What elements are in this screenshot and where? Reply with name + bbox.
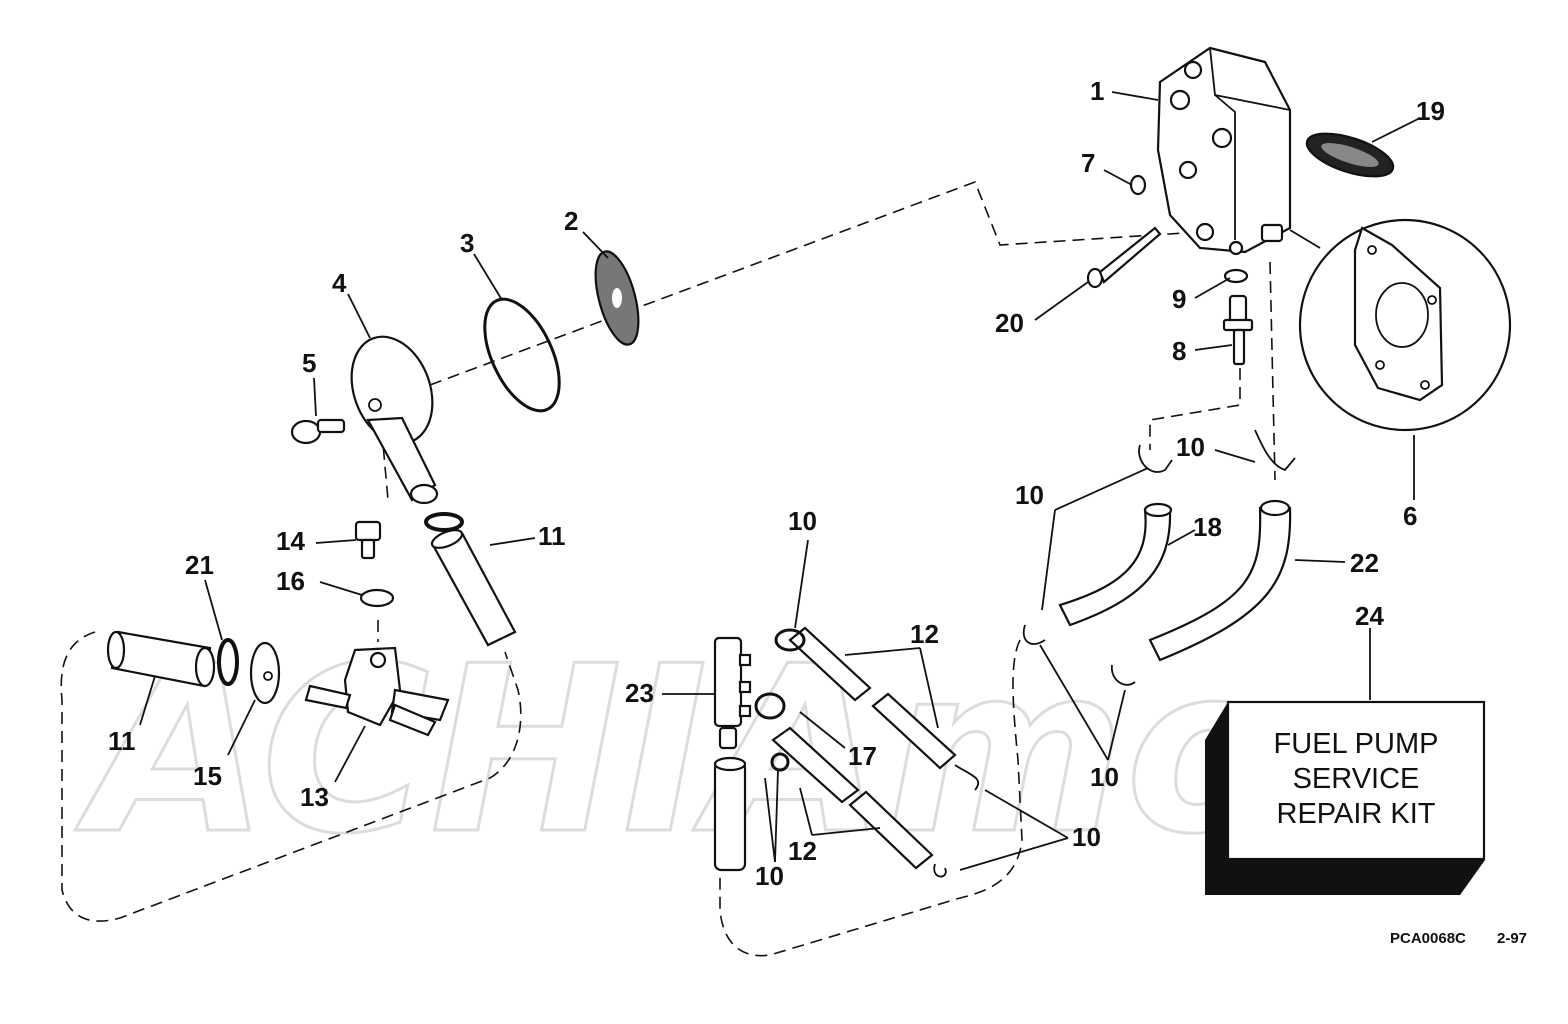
filter-cover xyxy=(350,335,439,505)
valve-washer xyxy=(359,588,395,608)
callout-1: 1 xyxy=(1090,76,1104,106)
diagram-reference-date: 2-97 xyxy=(1497,930,1527,947)
callout-20: 20 xyxy=(995,308,1024,338)
diagram-reference-code: PCA0068C xyxy=(1390,930,1466,947)
callout-6: 6 xyxy=(1403,501,1417,531)
callout-3: 3 xyxy=(460,228,474,258)
pump-hose-inlet xyxy=(1148,499,1292,662)
callout-21: 21 xyxy=(185,550,214,580)
callout-14: 14 xyxy=(276,526,305,556)
callout-2: 2 xyxy=(564,206,578,236)
callout-10-right-lower: 10 xyxy=(1090,762,1119,792)
leader-lines xyxy=(139,91,1421,871)
callout-10-bottom-right: 10 xyxy=(1072,822,1101,852)
o-ring-fitting xyxy=(1223,268,1249,284)
callout-5: 5 xyxy=(302,348,316,378)
callout-11-right: 11 xyxy=(538,521,566,551)
callout-9: 9 xyxy=(1172,284,1186,314)
tee-connector xyxy=(713,636,752,750)
hose-fitting xyxy=(1222,294,1254,366)
o-ring-small xyxy=(1129,174,1147,196)
callout-10-bottom-center: 10 xyxy=(755,861,784,891)
callout-10-left-clamp: 10 xyxy=(1015,480,1044,510)
inlet-washer xyxy=(249,641,281,705)
connector-hose xyxy=(713,756,747,872)
callout-11-left: 11 xyxy=(108,726,136,756)
callout-7: 7 xyxy=(1081,148,1095,178)
cover-screw xyxy=(290,418,346,445)
kit-title-line2: SERVICE xyxy=(1293,763,1420,795)
assembly-lines xyxy=(60,180,1276,957)
callout-numbers: 1 2 3 4 5 6 7 8 9 10 10 10 10 10 10 11 1… xyxy=(108,76,1445,891)
callout-24: 24 xyxy=(1355,601,1384,631)
callout-15: 15 xyxy=(193,761,222,791)
pump-hose-outlet xyxy=(1058,502,1173,627)
callout-18: 18 xyxy=(1193,512,1222,542)
shutoff-valve xyxy=(304,646,450,737)
callout-16: 16 xyxy=(276,566,305,596)
callout-10-top-right: 10 xyxy=(1176,432,1205,462)
valve-bolt xyxy=(354,520,382,560)
gasket-detail xyxy=(1289,218,1512,432)
callout-12-upper: 12 xyxy=(910,619,939,649)
repair-kit-box: FUEL PUMP SERVICE REPAIR KIT xyxy=(1205,700,1486,895)
fuel-pump-body xyxy=(1156,46,1292,256)
callout-19: 19 xyxy=(1416,96,1445,126)
hose-clamp xyxy=(424,512,464,532)
callout-13: 13 xyxy=(300,782,329,812)
mounting-screw xyxy=(1086,226,1162,289)
callout-10-center-top: 10 xyxy=(788,506,817,536)
filter-screen xyxy=(594,250,640,346)
callout-17: 17 xyxy=(848,741,877,771)
callout-23: 23 xyxy=(625,678,654,708)
spring-clip xyxy=(217,638,239,686)
callout-22: 22 xyxy=(1350,548,1379,578)
callout-8: 8 xyxy=(1172,336,1186,366)
hose-clamps-center xyxy=(754,628,980,878)
kit-title-line1: FUEL PUMP xyxy=(1274,728,1439,760)
fuel-hose-short xyxy=(430,529,517,647)
filter-gasket-ring xyxy=(483,297,561,413)
fuel-hose-long xyxy=(106,630,216,688)
callout-4: 4 xyxy=(332,268,347,298)
pump-label-plate xyxy=(1305,132,1395,178)
callout-12-lower: 12 xyxy=(788,836,817,866)
kit-title-line3: REPAIR KIT xyxy=(1277,798,1436,830)
